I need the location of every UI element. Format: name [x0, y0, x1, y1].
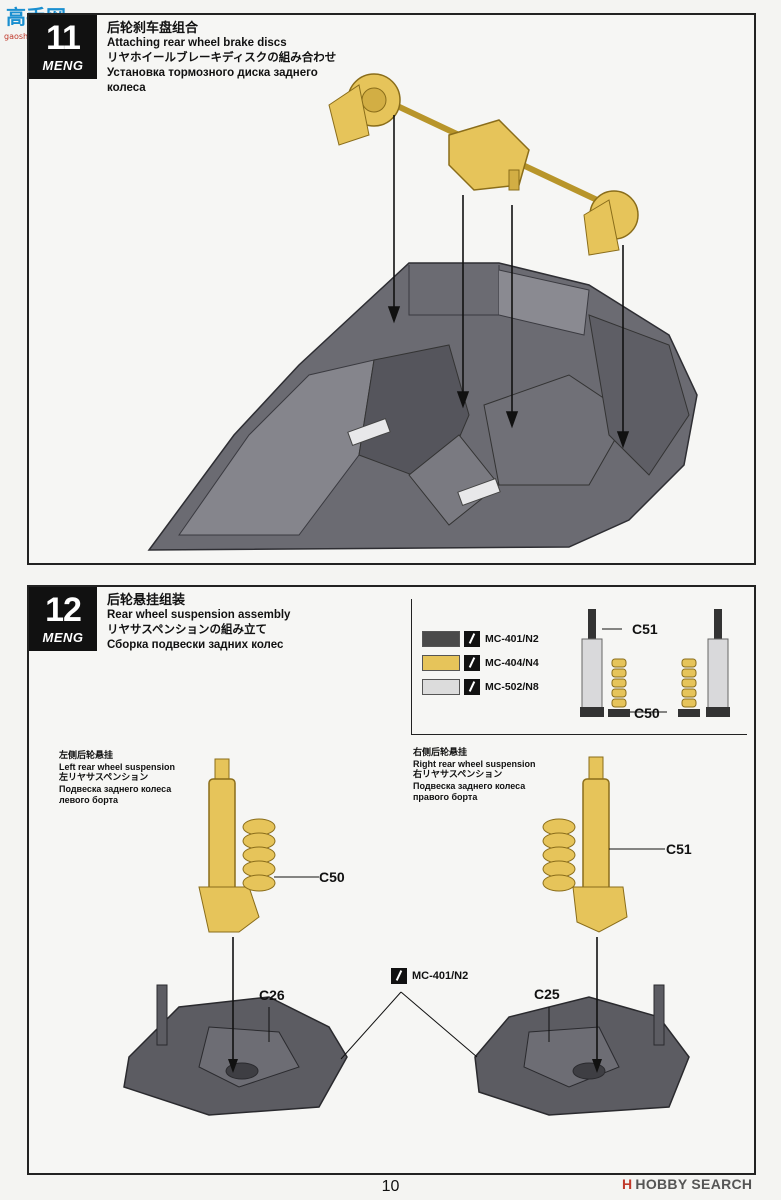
- step-11-title-ru: Установка тормозного диска заднего колес…: [107, 67, 318, 94]
- legend-callout-upper: C51: [632, 621, 658, 637]
- page-number: 10: [381, 1178, 400, 1195]
- legend-swatch-2: [422, 655, 460, 671]
- left-base-callout: C26: [259, 987, 285, 1003]
- paint-legend: MC-401/N2 MC-404/N4 MC-502/N8: [411, 599, 747, 735]
- step-12-title-zh: 后轮悬挂组装: [107, 593, 186, 608]
- hobby-search-name: HOBBY SEARCH: [635, 1176, 753, 1192]
- step-12-panel: 12 MENG 后轮悬挂组装 Rear wheel suspension ass…: [27, 585, 756, 1175]
- left-side-label: 左侧后轮悬挂 Left rear wheel suspension 左リヤサスペ…: [59, 751, 175, 806]
- step-12-title-en: Rear wheel suspension assembly: [107, 609, 291, 621]
- brush-icon: [464, 655, 480, 671]
- assembly-arrows: [387, 115, 630, 449]
- brush-icon: [391, 968, 407, 984]
- legend-callout-lower: C50: [634, 705, 660, 721]
- legend-code-2: MC-404/N4: [485, 657, 539, 669]
- step-12-diagram: [123, 756, 690, 1116]
- step-11-brand-logo: MENG: [42, 58, 84, 73]
- step-12-title-ru: Сборка подвески задних колес: [107, 639, 284, 651]
- legend-row-1: MC-401/N2: [422, 629, 539, 649]
- step-11-title-block: 后轮刹车盘组合 Attaching rear wheel brake discs…: [107, 21, 342, 96]
- legend-code-1: MC-401/N2: [485, 633, 539, 645]
- right-shock-callout: C51: [666, 841, 692, 857]
- right-label-zh: 右侧后轮悬挂: [413, 748, 468, 758]
- car-underbody: [147, 262, 698, 551]
- legend-swatch-1: [422, 631, 460, 647]
- right-label-ja: 右リヤサスペンション: [413, 770, 503, 780]
- step-11-title-zh: 后轮刹车盘组合: [107, 21, 199, 36]
- right-shock-c51: [542, 756, 628, 933]
- left-base-c26: [123, 984, 348, 1116]
- right-label-ru: Подвеска заднего колеса правого борта: [413, 781, 526, 802]
- left-label-en: Left rear wheel suspension: [59, 762, 176, 772]
- right-base-callout: C25: [534, 986, 560, 1002]
- step-11-title-en: Attaching rear wheel brake discs: [107, 37, 287, 49]
- rear-axle-assembly: [328, 73, 639, 256]
- step-12-title-block: 后轮悬挂组装 Rear wheel suspension assembly リヤ…: [107, 593, 290, 653]
- step-11-panel: 11 MENG 后轮刹车盘组合 Attaching rear wheel bra…: [27, 13, 756, 565]
- legend-swatch-3: [422, 679, 460, 695]
- step-11-title-ja: リヤホイールブレーキディスクの組み合わせ: [107, 52, 337, 64]
- step-12-number: 12: [45, 591, 82, 629]
- left-label-zh: 左侧后轮悬挂: [59, 751, 114, 761]
- step-12-badge: 12 MENG: [29, 587, 97, 651]
- right-side-label: 右侧后轮悬挂 Right rear wheel suspension 右リヤサス…: [413, 748, 536, 803]
- base-paint-tag: MC-401/N2: [387, 968, 468, 984]
- left-shock-c50: [198, 758, 276, 933]
- left-label-ja: 左リヤサスペンション: [59, 773, 149, 783]
- brush-icon: [464, 631, 480, 647]
- legend-row-3: MC-502/N8: [422, 677, 539, 697]
- step-11-diagram: [147, 73, 698, 551]
- base-paint-code: MC-401/N2: [412, 970, 469, 982]
- right-base-c25: [474, 984, 690, 1116]
- brush-icon: [464, 679, 480, 695]
- right-label-en: Right rear wheel suspension: [413, 759, 536, 769]
- hobby-search-mark: H: [622, 1176, 633, 1192]
- step-12-title-ja: リヤサスペンションの組み立て: [107, 624, 267, 636]
- legend-code-3: MC-502/N8: [485, 681, 539, 693]
- legend-row-2: MC-404/N4: [422, 653, 539, 673]
- left-label-ru: Подвеска заднего колеса левого борта: [59, 784, 172, 805]
- step-11-number: 11: [46, 19, 81, 57]
- step-11-badge: 11 MENG: [29, 15, 97, 79]
- step-12-brand-logo: MENG: [42, 630, 84, 645]
- left-spring-callout: C50: [319, 869, 345, 885]
- legend-shock-preview: [580, 609, 730, 717]
